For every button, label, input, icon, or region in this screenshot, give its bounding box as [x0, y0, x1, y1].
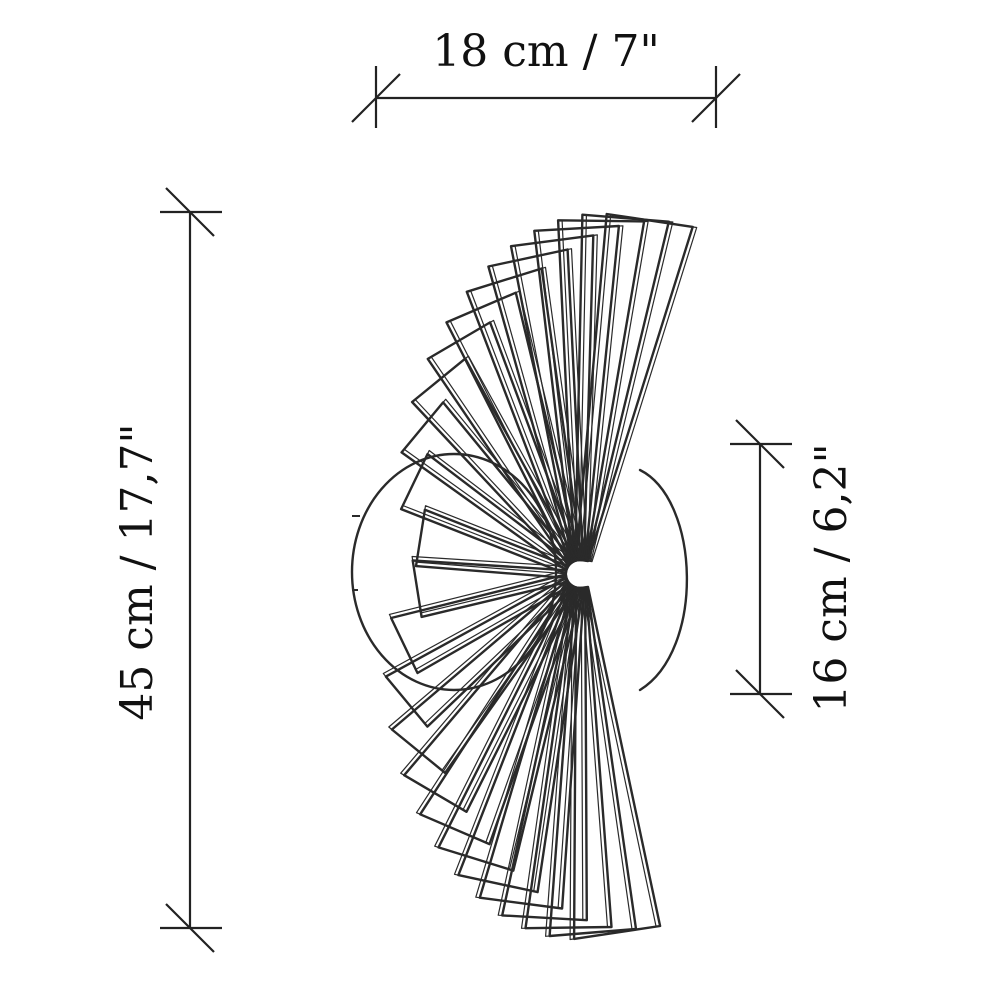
- wire-cage: [382, 212, 698, 941]
- width-dim-left-tick: [351, 73, 401, 123]
- depth-dim-top-tick: [735, 419, 785, 469]
- height-dim-bottom-tick: [165, 903, 215, 953]
- height-dim-label: 45 cm / 17,7": [112, 423, 163, 720]
- width-dimension: 18 cm / 7": [351, 26, 741, 128]
- wall-lamp: [350, 212, 698, 941]
- back-ring: [638, 468, 689, 692]
- wire-loop-inner: [411, 555, 568, 614]
- depth-dimension: 16 cm / 6,2": [730, 419, 857, 719]
- wire-loop-inner: [545, 587, 633, 937]
- height-dim-top-tick: [165, 187, 215, 237]
- width-dim-label: 18 cm / 7": [432, 26, 659, 77]
- width-dim-right-tick: [691, 73, 741, 123]
- wire-loop-inner: [416, 505, 569, 575]
- height-dimension: 45 cm / 17,7": [112, 187, 222, 953]
- depth-dim-label: 16 cm / 6,2": [806, 443, 857, 712]
- depth-dim-bottom-tick: [735, 669, 785, 719]
